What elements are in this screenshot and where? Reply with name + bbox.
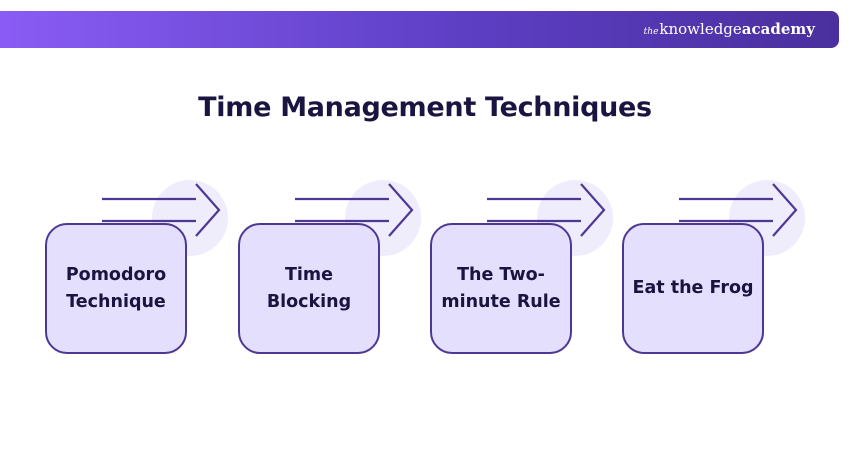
- step-label: Eat the Frog: [628, 275, 757, 302]
- step-label-line1: Eat the Frog: [632, 278, 754, 298]
- diagram-title: Time Management Techniques: [198, 92, 652, 123]
- brand-main: knowledge: [659, 20, 742, 38]
- header-banner: theknowledgeacademy: [0, 11, 839, 48]
- arrow-right-icon: [679, 183, 798, 237]
- step-label-line2: Technique: [66, 291, 166, 312]
- step-eat-the-frog: Eat the Frog: [622, 180, 805, 356]
- step-label-line1: The Two-: [457, 264, 545, 285]
- step-card: Pomodoro Technique: [45, 223, 187, 354]
- arrow-right-icon: [487, 183, 606, 237]
- step-label-line2: Blocking: [266, 291, 352, 312]
- step-card: Eat the Frog: [622, 223, 764, 354]
- brand-bold: academy: [741, 20, 815, 38]
- step-card: The Two- minute Rule: [430, 223, 572, 354]
- step-label-line1: Time: [284, 264, 334, 285]
- step-card: Time Blocking: [238, 223, 380, 354]
- step-label: Pomodoro Technique: [62, 262, 170, 316]
- brand-prefix: the: [643, 27, 659, 37]
- step-label-line1: Pomodoro: [65, 264, 167, 285]
- step-two-minute-rule: The Two- minute Rule: [430, 180, 613, 356]
- step-label: The Two- minute Rule: [437, 262, 564, 316]
- step-label: Time Blocking: [263, 262, 355, 316]
- brand-logo: theknowledgeacademy: [644, 20, 815, 38]
- step-time-blocking: Time Blocking: [238, 180, 421, 356]
- step-label-line2: minute Rule: [441, 291, 561, 312]
- arrow-right-icon: [102, 183, 221, 237]
- step-pomodoro: Pomodoro Technique: [45, 180, 228, 356]
- arrow-right-icon: [295, 183, 414, 237]
